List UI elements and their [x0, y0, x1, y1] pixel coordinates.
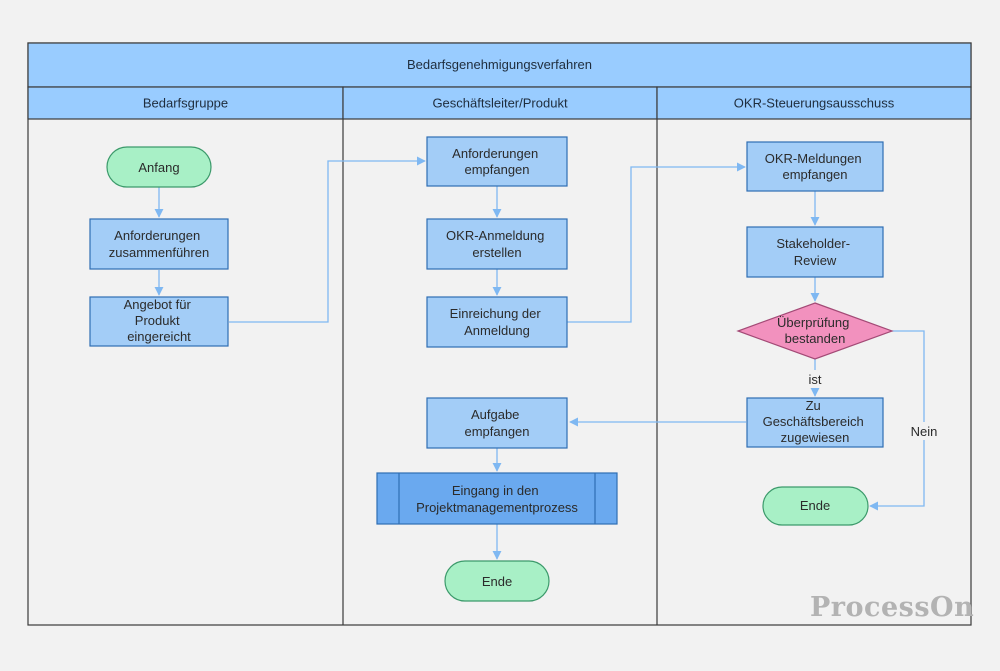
svg-text:Ende: Ende [800, 498, 830, 513]
lane-label-bedarfsgruppe: Bedarfsgruppe [143, 96, 228, 111]
node-zusammenfuehren-line-1: Anforderungen [114, 228, 200, 243]
node-einreichung-anmeldung[interactable]: Einreichung der Anmeldung [426, 296, 568, 348]
node-angebot-line-1: Angebot für [124, 297, 192, 312]
node-okr-meldungen-line-2: empfangen [782, 167, 847, 182]
svg-text:Angebot für Produkt: Angebot für Produkt eingereicht [124, 297, 195, 344]
node-anfang[interactable]: Anfang [106, 146, 212, 188]
svg-text:Stakeholder- Review: Stakeholder- Review [776, 236, 853, 268]
node-anfang-text: Anfang [138, 160, 179, 175]
svg-text:Zu Geschäftsbereich: Zu Geschäftsbereich zugewiesen [763, 398, 868, 445]
node-einreichung-line-1: Einreichung der [450, 306, 542, 321]
node-zu-geschaeftsbereich-line-2: Geschäftsbereich [763, 414, 864, 429]
node-angebot-eingereicht[interactable]: Angebot für Produkt eingereicht [89, 296, 229, 347]
node-empfangen-line-1: Anforderungen [452, 146, 538, 161]
node-empfangen-line-2: empfangen [464, 162, 529, 177]
node-eingang-line-1: Eingang in den [452, 483, 539, 498]
svg-text:Anforderungen zusammenfü: Anforderungen zusammenführen [109, 228, 209, 260]
lane-label-okr: OKR-Steuerungsausschuss [734, 96, 895, 111]
node-aufgabe-line-1: Aufgabe [471, 407, 519, 422]
svg-text:Ende: Ende [482, 574, 512, 589]
node-okr-anmeldung-line-2: erstellen [472, 245, 521, 260]
edge-label-nein: Nein [911, 424, 938, 439]
node-zu-geschaeftsbereich-line-1: Zu [806, 398, 821, 413]
node-zu-geschaeftsbereich-line-3: zugewiesen [781, 430, 850, 445]
node-angebot-line-2: Produkt [135, 313, 180, 328]
node-eingang-line-2: Projektmanagementprozess [416, 500, 578, 515]
node-okr-anmeldung-erstellen[interactable]: OKR-Anmeldung erstellen [426, 218, 568, 270]
node-zu-geschaeftsbereich[interactable]: Zu Geschäftsbereich zugewiesen [746, 397, 884, 448]
svg-text:Einreichung der Anmeldun: Einreichung der Anmeldung [450, 306, 545, 338]
node-einreichung-line-2: Anmeldung [464, 323, 530, 338]
svg-text:Überprüfung bestanden: Überprüfung bestanden [777, 315, 853, 346]
node-okr-meldungen-empfangen[interactable]: OKR-Meldungen empfangen [746, 141, 884, 192]
node-okr-anmeldung-line-1: OKR-Anmeldung [446, 228, 544, 243]
lane-header-okr [656, 86, 972, 120]
svg-text:OKR-Anmeldung erstellen: OKR-Anmeldung erstellen [446, 228, 548, 260]
node-zusammenfuehren-line-2: zusammenführen [109, 245, 209, 260]
node-stakeholder-line-2: Review [794, 253, 837, 268]
pool-title: Bedarfsgenehmigungsverfahren [407, 57, 592, 72]
svg-text:Anforderungen empfangen: Anforderungen empfangen [452, 146, 542, 177]
lane-label-geschaeftsleiter: Geschäftsleiter/Produkt [432, 96, 568, 111]
node-angebot-line-3: eingereicht [127, 329, 191, 344]
edge-label-ist: ist [809, 372, 822, 387]
node-aufgabe-empfangen[interactable]: Aufgabe empfangen [426, 397, 568, 449]
svg-text:Anfang: Anfang [138, 160, 179, 175]
node-ende-okr-text: Ende [800, 498, 830, 513]
node-ende-geschaeftsleiter-text: Ende [482, 574, 512, 589]
node-ueberpruefung-line-1: Überprüfung [777, 315, 849, 330]
svg-text:Eingang in den Projektma: Eingang in den Projektmanagementprozess [416, 483, 578, 515]
processon-watermark: ProcessOn [810, 592, 975, 623]
svg-text:Aufgabe empfangen: Aufgabe empfangen [464, 407, 529, 439]
svg-text:OKR-Meldungen empfangen: OKR-Meldungen empfangen [765, 151, 865, 182]
node-ueberpruefung-line-2: bestanden [785, 331, 846, 346]
edge-label-nein-bg [906, 422, 942, 440]
node-okr-meldungen-line-1: OKR-Meldungen [765, 151, 862, 166]
node-stakeholder-review[interactable]: Stakeholder- Review [746, 226, 884, 278]
node-ende-geschaeftsleiter[interactable]: Ende [444, 560, 550, 602]
node-anforderungen-zusammenfuehren[interactable]: Anforderungen zusammenführen [89, 218, 229, 270]
node-anforderungen-empfangen[interactable]: Anforderungen empfangen [426, 136, 568, 187]
node-aufgabe-line-2: empfangen [464, 424, 529, 439]
node-eingang-projektmanagement[interactable]: Eingang in den Projektmanagementprozess [376, 472, 618, 525]
edge-einreichung-to-okr-meldungen [567, 162, 746, 323]
node-ueberpruefung-bestanden[interactable]: Überprüfung bestanden [736, 302, 894, 360]
lane-header-bedarfsgruppe [27, 86, 344, 120]
edge-ueberpruefung-nein-to-ende [869, 330, 925, 511]
edge-label-ist-bg [803, 370, 827, 388]
pool-title-band [27, 42, 972, 88]
node-stakeholder-line-1: Stakeholder- [776, 236, 850, 251]
edge-angebot-to-anforderungen-empfangen [229, 156, 426, 323]
node-ende-okr[interactable]: Ende [762, 486, 869, 526]
